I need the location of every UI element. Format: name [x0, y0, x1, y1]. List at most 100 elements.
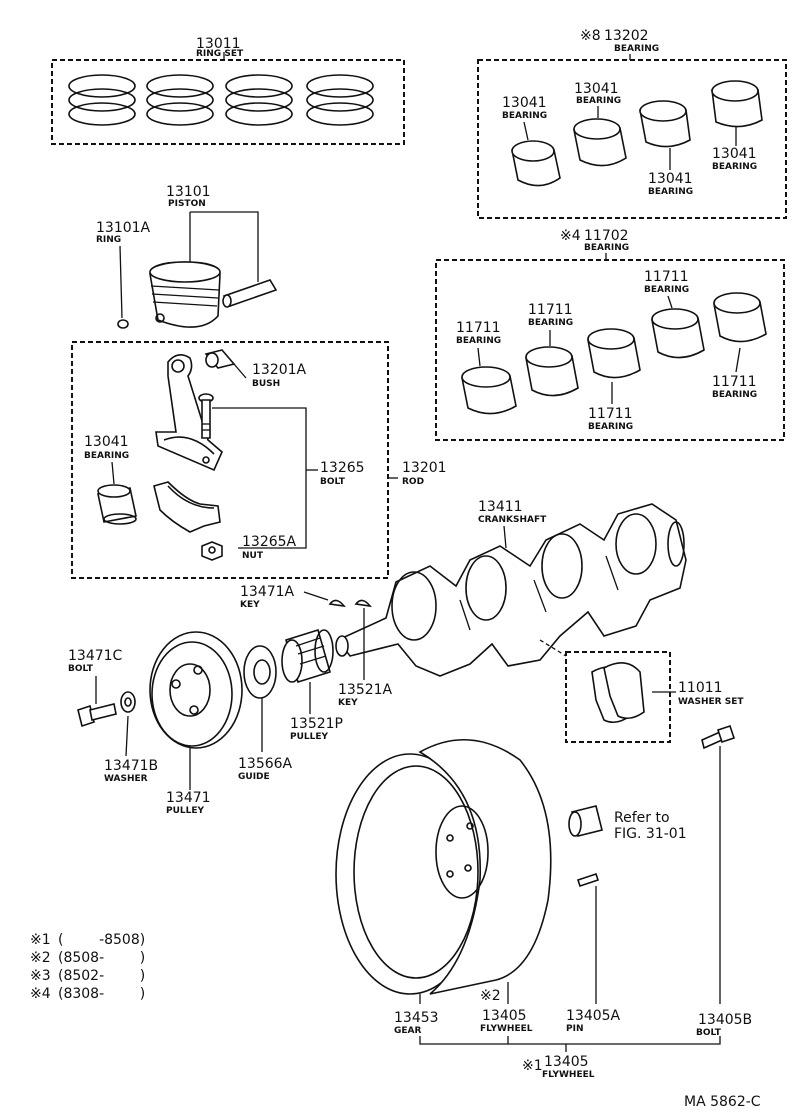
gear-name: GEAR [394, 1026, 422, 1036]
rod-nut-name: NUT [242, 551, 264, 561]
pin-number: 13405A [566, 1008, 621, 1024]
piston-ring-2[interactable] [146, 74, 214, 126]
bearing-set-8-number: 13202 [604, 28, 649, 44]
ring-set-number: 13011 [196, 36, 241, 52]
key-a-number: 13471A [240, 584, 295, 600]
bearing-shell-b[interactable] [573, 118, 627, 167]
pilot-bearing[interactable] [568, 805, 603, 837]
bearing-shell-a[interactable] [511, 140, 561, 187]
rod-number: 13201 [402, 460, 447, 476]
bush-name: BUSH [252, 379, 280, 389]
main-bearing-shell-5[interactable] [713, 292, 767, 343]
bush-number: 13201A [252, 362, 307, 378]
main-bearing-5-name: BEARING [712, 390, 757, 400]
crank-pulley-name: PULLEY [290, 732, 329, 742]
legend-2-mark: ※2 [30, 950, 51, 966]
legend-4-mark: ※4 [30, 986, 51, 1002]
rod-bolt-name: BOLT [320, 477, 346, 487]
flywheel[interactable] [418, 738, 552, 995]
legend-3-mark: ※3 [30, 968, 51, 984]
flywheel-pin[interactable] [576, 872, 600, 888]
bush[interactable] [204, 349, 236, 369]
refer-line1: Refer to [614, 810, 670, 826]
rod-name: ROD [402, 477, 424, 487]
piston-number: 13101 [166, 184, 211, 200]
piston-ring-4[interactable] [306, 74, 374, 126]
bearing-set-8-mark: ※8 [580, 28, 601, 44]
pulley-bolt[interactable] [77, 703, 117, 728]
main-bearing-1-number: 11711 [456, 320, 501, 336]
legend-1-mark: ※1 [30, 932, 51, 948]
ring-set-name: RING SET [196, 49, 244, 59]
main-bearing-shell-1[interactable] [461, 366, 517, 415]
main-bearing-4-number: 11711 [644, 269, 689, 285]
pin-name: PIN [566, 1024, 583, 1034]
washer-b-number: 13471B [104, 758, 158, 774]
crank-pulley[interactable] [149, 631, 243, 749]
main-bearing-shell-3[interactable] [587, 328, 641, 379]
main-bearing-5-number: 11711 [712, 374, 757, 390]
rod-nut[interactable] [201, 541, 223, 561]
washer-set-boundary [565, 651, 671, 743]
flywheel-2-name: FLYWHEEL [480, 1024, 533, 1034]
thrust-washer[interactable] [591, 662, 645, 724]
piston-name: PISTON [168, 199, 206, 209]
crankshaft-name: CRANKSHAFT [478, 515, 547, 525]
bearing-set-8-name: BEARING [614, 44, 659, 54]
pulley-name: PULLEY [166, 806, 205, 816]
connecting-rod[interactable] [155, 354, 223, 472]
rod-bearing-name: BEARING [84, 451, 129, 461]
ring-set-group: 13011 RING SET [51, 36, 405, 145]
crank-pulley-number: 13521P [290, 716, 343, 732]
washer-set-group: 11011 WASHER SET [565, 651, 744, 743]
rod-cap[interactable] [153, 481, 221, 533]
legend: ※1 ( -8508) ※2 (8508- ) ※3 (8502- ) ※4 (… [30, 932, 145, 1002]
bearing-shell-d[interactable] [711, 80, 763, 128]
key-b-number: 13521A [338, 682, 393, 698]
flywheel-group: Refer to FIG. 31-01 13453 GEAR ※2 13405 … [335, 724, 752, 1080]
bearing-set-4-mark: ※4 [560, 228, 581, 244]
washer-b-name: WASHER [104, 774, 148, 784]
flywheel-1-number: 13405 [544, 1054, 589, 1070]
bearing-set-4-number: 11702 [584, 228, 629, 244]
figure-code: MA 5862-C [684, 1094, 761, 1110]
rod-bolt[interactable] [198, 393, 214, 439]
guide-name: GUIDE [238, 772, 270, 782]
crankshaft-timing-pulley[interactable] [281, 628, 334, 684]
main-bearing-3-number: 11711 [588, 406, 633, 422]
bolt-b-name: BOLT [696, 1028, 722, 1038]
timing-guide[interactable] [243, 645, 277, 699]
woodruff-key-a[interactable] [328, 599, 346, 608]
bearing-a-name: BEARING [502, 111, 547, 121]
main-bearing-shell-4[interactable] [651, 308, 705, 359]
bearing-a-number: 13041 [502, 95, 547, 111]
connecting-rod-group: 13201 ROD 13201A BUSH 13265 BOLT [71, 341, 447, 579]
flywheel-2-mark: ※2 [480, 988, 501, 1004]
legend-3-text: (8502- ) [58, 968, 145, 984]
main-bearing-2-number: 11711 [528, 302, 573, 318]
piston-ring-3[interactable] [225, 74, 293, 126]
bolt-b-number: 13405B [698, 1012, 752, 1028]
snap-ring[interactable] [117, 319, 129, 329]
main-bearing-1-name: BEARING [456, 336, 501, 346]
flywheel-1-mark: ※1 [522, 1058, 543, 1074]
piston-pin[interactable] [222, 279, 278, 308]
flywheel-2-number: 13405 [482, 1008, 527, 1024]
main-bearing-shell-2[interactable] [525, 346, 579, 397]
main-bearing-2-name: BEARING [528, 318, 573, 328]
pulley-washer[interactable] [120, 691, 136, 713]
bearing-shell-c[interactable] [639, 100, 691, 148]
bearing-b-number: 13041 [574, 81, 619, 97]
rod-bearing-set-group: ※8 13202 BEARING 13041 BEARING 13041 BEA… [477, 28, 787, 219]
piston-ring-1[interactable] [68, 74, 136, 126]
front-components-group: 13471C BOLT 13471B WASHER 13471 PULLEY 1… [68, 628, 343, 816]
rod-bearing[interactable] [97, 484, 137, 525]
ring-set-boundary [51, 59, 405, 145]
main-bearing-3-name: BEARING [588, 422, 633, 432]
crankshaft[interactable] [335, 503, 687, 677]
piston[interactable] [149, 261, 221, 328]
rod-bolt-number: 13265 [320, 460, 365, 476]
woodruff-key-b[interactable] [354, 599, 372, 608]
flywheel-bolt[interactable] [701, 724, 736, 750]
